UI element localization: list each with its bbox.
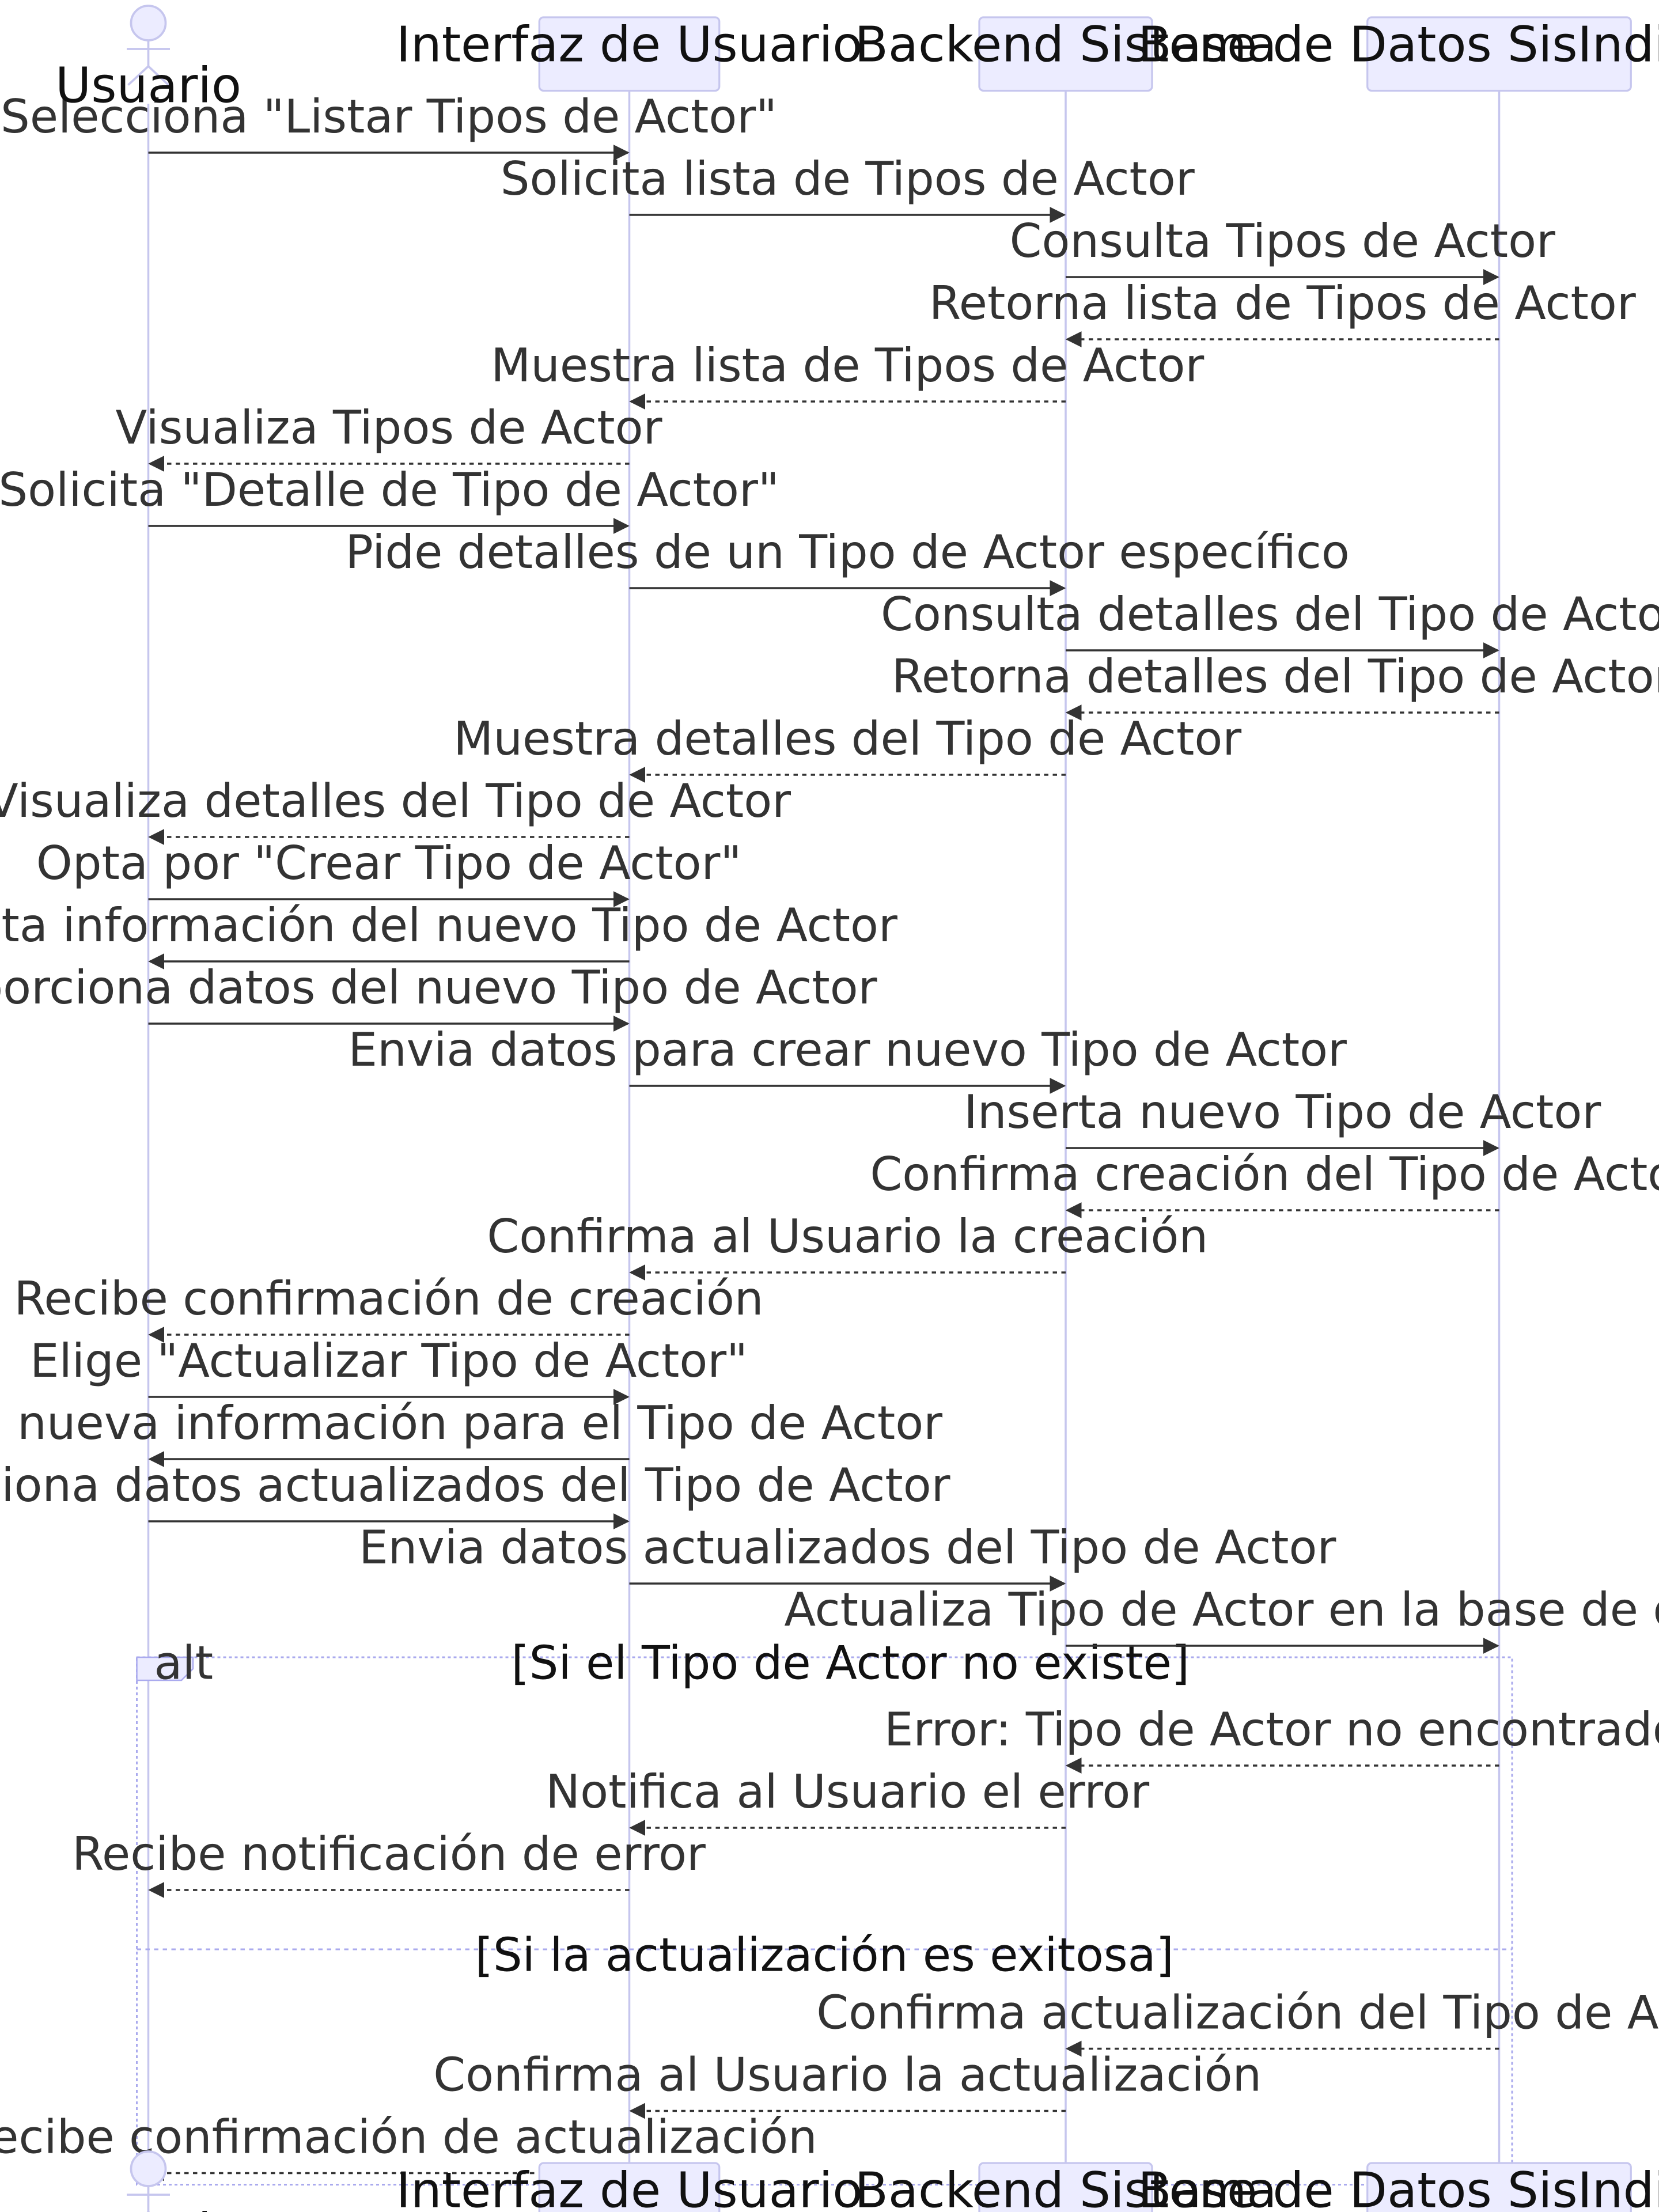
message-label: Confirma al Usuario la actualización [433,2048,1262,2102]
participant-box [538,2162,721,2212]
message-label: Muestra lista de Tipos de Actor [491,339,1204,392]
message-label: Solicita información del nuevo Tipo de A… [0,899,897,952]
message-11: Muestra detalles del Tipo de Actor [453,712,1241,783]
message-23: Proporciona datos actualizados del Tipo … [0,1459,950,1530]
participant-label: Interfaz de Usuario [396,2162,862,2212]
alt-condition-2: [Si la actualización es exitosa] [475,1929,1174,1982]
message-7: Solicita "Detalle de Tipo de Actor" [0,463,779,535]
participant-backend-bottom: Backend Sistema [855,2162,1277,2212]
message-19: Confirma al Usuario la creación [487,1210,1208,1281]
message-14: Solicita información del nuevo Tipo de A… [0,899,897,969]
participant-backend-top: Backend Sistema [855,16,1277,92]
participant-ui-top: Interfaz de Usuario [396,16,862,92]
participant-usuario-bottom: Usuario [55,2150,241,2212]
message-10: Retorna detalles del Tipo de Actor [892,650,1659,721]
message-label: Notifica al Usuario el error [546,1765,1149,1819]
message-9: Consulta detalles del Tipo de Actor [881,588,1659,659]
message-28: Recibe notificación de error [72,1827,706,1899]
message-24: Envia datos actualizados del Tipo de Act… [359,1521,1336,1592]
actor-leg [127,65,149,86]
message-label: Confirma al Usuario la creación [487,1210,1208,1263]
message-label: Solicita "Detalle de Tipo de Actor" [0,463,779,517]
message-31: Recibe confirmación de actualización [0,2111,817,2181]
alt-condition-1: [Si el Tipo de Actor no existe] [511,1637,1190,1690]
message-30: Confirma al Usuario la actualización [433,2048,1262,2119]
message-5: Muestra lista de Tipos de Actor [491,339,1204,410]
message-13: Opta por "Crear Tipo de Actor" [36,836,742,908]
message-21: Elige "Actualizar Tipo de Actor" [30,1334,748,1405]
message-label: Solicita nueva información para el Tipo … [0,1396,942,1450]
message-label: Elige "Actualizar Tipo de Actor" [30,1334,748,1388]
message-27: Notifica al Usuario el error [546,1765,1149,1836]
message-label: Confirma actualización del Tipo de Actor [816,1986,1659,2040]
message-26: Error: Tipo de Actor no encontrado [884,1703,1659,1774]
participant-box [978,16,1153,92]
message-label: Envia datos actualizados del Tipo de Act… [359,1521,1336,1574]
participant-label: Interfaz de Usuario [396,16,862,73]
message-label: Consulta Tipos de Actor [1010,214,1555,268]
message-3: Consulta Tipos de Actor [1010,214,1555,285]
message-label: Opta por "Crear Tipo de Actor" [36,836,742,890]
participant-box [1366,16,1632,92]
message-label: Inserta nuevo Tipo de Actor [964,1085,1601,1139]
message-25: Actualiza Tipo de Actor en la base de da… [784,1583,1659,1654]
message-label: Error: Tipo de Actor no encontrado [884,1703,1659,1756]
message-label: Solicita lista de Tipos de Actor [501,152,1195,206]
participant-label: Backend Sistema [855,16,1277,73]
participant-box [538,16,721,92]
message-label: Muestra detalles del Tipo de Actor [453,712,1241,766]
message-label: Consulta detalles del Tipo de Actor [881,588,1659,641]
alt-tab [136,1656,194,1681]
alt-frame [136,1656,1513,2186]
message-label: Recibe confirmación de actualización [0,2111,817,2164]
message-label: Selecciona "Listar Tipos de Actor" [1,90,777,143]
message-8: Pide detalles de un Tipo de Actor especí… [346,525,1350,596]
message-label: Visualiza detalles del Tipo de Actor [0,774,791,828]
actor-head [130,2150,167,2187]
alt-keyword: alt [154,1637,214,1690]
participant-label: Usuario [55,58,241,115]
participant-db-top: Base de Datos SisIndicadores [1138,16,1659,92]
message-15: Proporciona datos del nuevo Tipo de Acto… [0,961,877,1032]
participant-label: Backend Sistema [855,2162,1277,2212]
participant-ui-bottom: Interfaz de Usuario [396,2162,862,2212]
alt-fragment: alt [Si el Tipo de Actor no existe] [Si la… [136,1637,1513,2186]
message-20: Recibe confirmación de creación [14,1272,764,1343]
participant-label: Usuario [55,2203,241,2212]
message-label: Confirma creación del Tipo de Actor [870,1147,1659,1201]
message-label: Proporciona datos actualizados del Tipo … [0,1459,950,1512]
message-22: Solicita nueva información para el Tipo … [0,1396,942,1468]
actor-leg [147,65,169,86]
message-label: Pide detalles de un Tipo de Actor especí… [346,525,1350,579]
message-17: Inserta nuevo Tipo de Actor [964,1085,1601,1157]
message-16: Envia datos para crear nuevo Tipo de Act… [349,1023,1347,1094]
message-12: Visualiza detalles del Tipo de Actor [0,774,791,846]
participant-box [978,2162,1153,2212]
message-label: Recibe notificación de error [72,1827,706,1881]
message-1: Selecciona "Listar Tipos de Actor" [1,90,777,161]
actor-head [130,5,167,41]
participant-box [1366,2162,1632,2212]
message-label: Visualiza Tipos de Actor [116,401,662,454]
participant-usuario-top: Usuario [55,5,241,115]
message-6: Visualiza Tipos de Actor [116,401,662,472]
message-label: Recibe confirmación de creación [14,1272,763,1325]
participant-label: Base de Datos SisIndicadores [1138,2162,1659,2212]
participant-label: Base de Datos SisIndicadores [1138,16,1659,73]
message-label: Retorna lista de Tipos de Actor [929,276,1636,330]
message-4: Retorna lista de Tipos de Actor [929,276,1636,348]
message-label: Envia datos para crear nuevo Tipo de Act… [349,1023,1347,1077]
message-label: Proporciona datos del nuevo Tipo de Acto… [0,961,877,1014]
message-label: Retorna detalles del Tipo de Actor [892,650,1659,703]
message-label: Actualiza Tipo de Actor en la base de da… [784,1583,1659,1637]
message-2: Solicita lista de Tipos de Actor [501,152,1195,223]
message-18: Confirma creación del Tipo de Actor [870,1147,1659,1219]
message-29: Confirma actualización del Tipo de Actor [816,1986,1659,2057]
participant-db-bottom: Base de Datos SisIndicadores [1138,2162,1659,2212]
